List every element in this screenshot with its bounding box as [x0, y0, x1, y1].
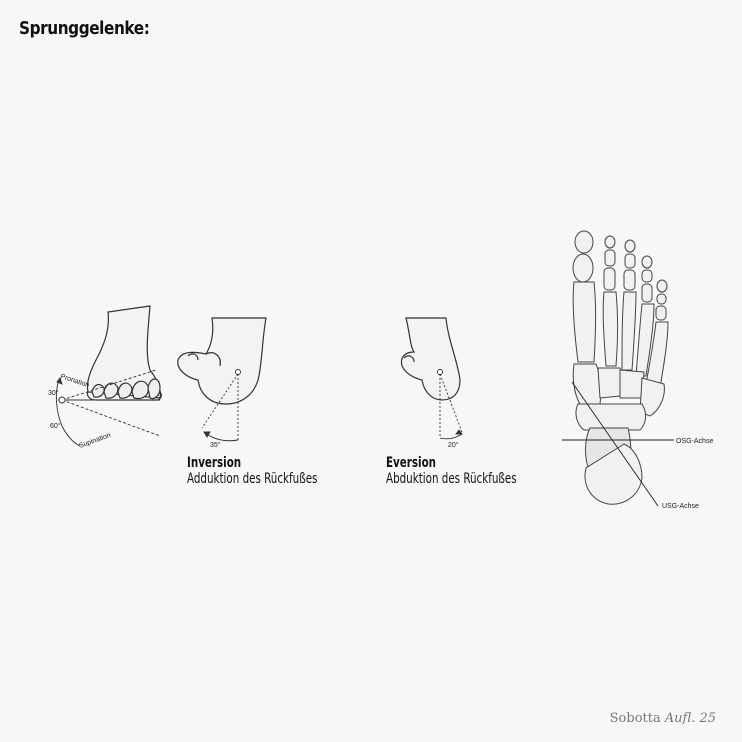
usg-axis-label: USG-Achse	[662, 503, 699, 510]
tarsal-bones	[572, 363, 665, 505]
foot-skeleton	[572, 230, 669, 505]
eversion-heading: Eversion	[386, 455, 437, 471]
foot-front-view	[86, 305, 162, 401]
page-title: Sprunggelenke:	[19, 18, 150, 39]
inversion-angle-label: 35°	[210, 441, 221, 449]
eversion-foot	[400, 317, 461, 401]
eversion-subtitle: Abduktion des Rückfußes	[386, 471, 517, 487]
eversion-angle-label: 20°	[448, 441, 459, 449]
osg-axis-label: OSG-Achse	[676, 438, 713, 445]
inversion-foot	[177, 317, 267, 405]
inversion-heading: Inversion	[187, 455, 242, 471]
supination-label: Supination	[78, 432, 112, 450]
inversion-caption: Inversion Adduktion des Rückfußes	[187, 455, 317, 487]
angle-60-label: 60°	[50, 422, 61, 430]
fourth-toe-bones	[635, 255, 655, 377]
third-toe-bones	[621, 239, 637, 371]
footer-brand: Sobotta	[609, 711, 661, 726]
inversion-angle	[201, 369, 241, 442]
eversion-angle	[437, 369, 463, 440]
eversion-caption: Eversion Abduktion des Rückfußes	[386, 455, 517, 487]
rotation-axis-lines	[55, 369, 161, 447]
second-toe-bones	[602, 235, 618, 367]
skeleton-axes	[562, 381, 674, 507]
pronation-label: Pronation	[59, 373, 90, 389]
footer-edition: Aufl. 25	[664, 711, 716, 726]
hallux-bones	[572, 230, 596, 363]
inversion-subtitle: Adduktion des Rückfußes	[187, 471, 318, 487]
angle-30-label: 30°	[48, 389, 59, 397]
